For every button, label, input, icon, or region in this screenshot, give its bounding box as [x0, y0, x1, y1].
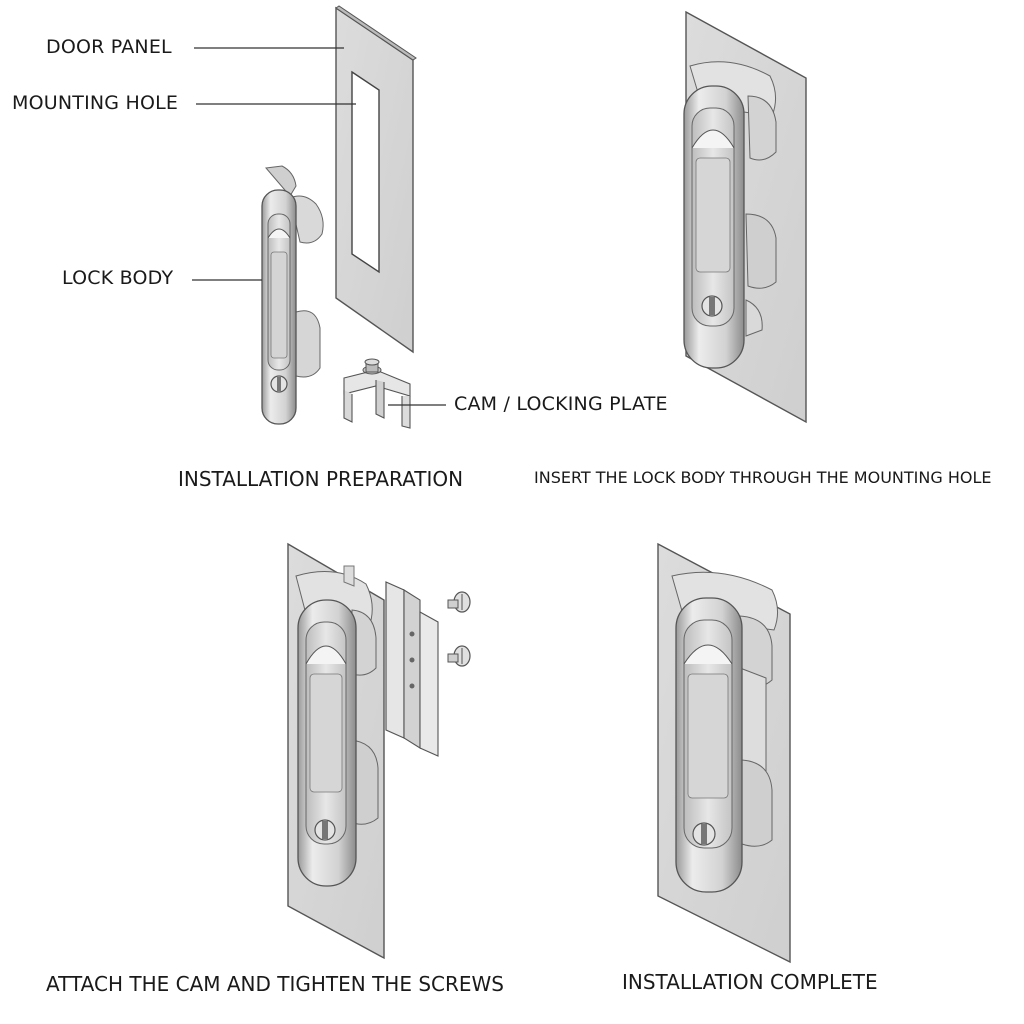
lock-body	[683, 85, 745, 369]
lock-body	[675, 597, 743, 893]
step4-caption: INSTALLATION COMPLETE	[622, 970, 878, 994]
step2-caption: INSERT THE LOCK BODY THROUGH THE MOUNTIN…	[534, 468, 992, 487]
step3-caption: ATTACH THE CAM AND TIGHTEN THE SCREWS	[46, 972, 504, 996]
screw	[447, 591, 471, 613]
cam-locking-plate-label: CAM / LOCKING PLATE	[454, 393, 668, 415]
step3-illustration	[287, 542, 471, 960]
cam-locking-plate	[385, 581, 439, 757]
lock-body	[261, 165, 324, 425]
cam-locking-plate	[343, 358, 411, 429]
step1-illustration	[192, 5, 446, 429]
mounting-hole-label: MOUNTING HOLE	[12, 92, 179, 114]
mounting-hole	[351, 70, 380, 274]
step4-illustration	[657, 542, 791, 964]
lock-body	[297, 599, 357, 887]
step1-caption: INSTALLATION PREPARATION	[178, 467, 464, 491]
step2-illustration	[683, 10, 807, 424]
door-panel-label: DOOR PANEL	[46, 36, 172, 58]
lock-body-label: LOCK BODY	[62, 267, 174, 289]
screw	[447, 645, 471, 667]
